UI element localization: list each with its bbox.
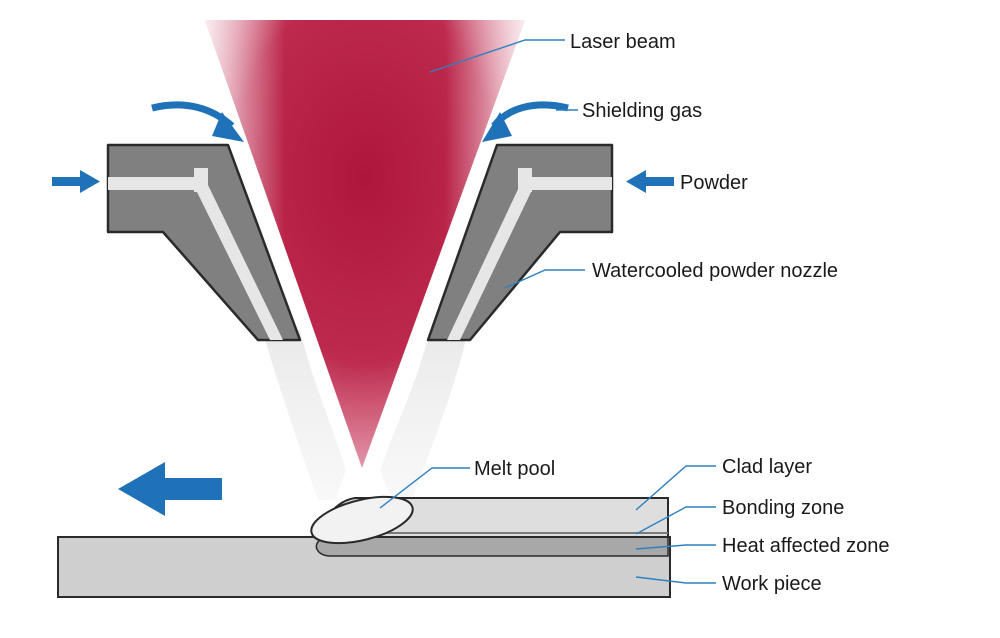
- powder-arrow-right: [626, 170, 674, 193]
- nozzle-right: [426, 143, 614, 342]
- label-heat-affected-zone: Heat affected zone: [722, 535, 890, 557]
- travel-direction-arrow: [118, 462, 222, 516]
- leader-nozzle: [504, 269, 585, 289]
- shielding-gas-arrow-right: [482, 101, 569, 142]
- leader-bonding-zone: [635, 506, 716, 535]
- melt-pool: [310, 495, 414, 545]
- leader-work-piece: [635, 576, 716, 584]
- label-powder: Powder: [680, 172, 748, 194]
- powder-arrow-left: [52, 170, 100, 193]
- leader-heat-affected-zone: [635, 544, 716, 550]
- leader-melt-pool: [379, 467, 470, 509]
- label-laser-beam: Laser beam: [570, 31, 676, 53]
- leader-clad-layer: [635, 465, 716, 511]
- nozzle-left: [106, 143, 302, 342]
- label-clad-layer: Clad layer: [722, 456, 812, 478]
- leader-laser-beam: [429, 39, 565, 73]
- label-melt-pool: Melt pool: [474, 458, 555, 480]
- label-bonding-zone: Bonding zone: [722, 497, 844, 519]
- powder-stream-left: [262, 330, 346, 500]
- label-shielding-gas: Shielding gas: [582, 100, 702, 122]
- powder-stream-right: [380, 330, 468, 500]
- label-nozzle: Watercooled powder nozzle: [592, 260, 838, 282]
- shielding-gas-arrow-left: [151, 101, 244, 142]
- laser-beam: [205, 20, 525, 468]
- label-work-piece: Work piece: [722, 573, 822, 595]
